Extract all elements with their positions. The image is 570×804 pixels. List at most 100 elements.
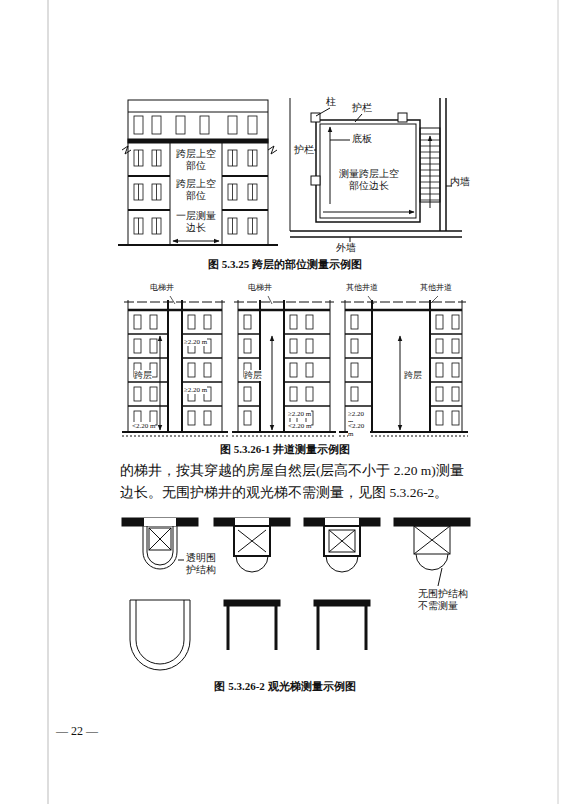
drawing-stroke bbox=[134, 339, 141, 353]
label-text: 跨层 bbox=[244, 370, 262, 381]
drawing-stroke bbox=[150, 339, 157, 353]
drawing-stroke bbox=[345, 309, 372, 312]
drawing-stroke bbox=[290, 339, 297, 353]
drawing-stroke bbox=[345, 381, 372, 383]
drawing-stroke bbox=[134, 218, 143, 234]
drawing-stroke bbox=[345, 405, 372, 407]
figure-label: <2.20 m bbox=[288, 422, 322, 430]
drawing-stroke bbox=[394, 518, 470, 526]
drawing-stroke bbox=[48, 0, 49, 804]
drawing-stroke bbox=[222, 209, 268, 211]
drawing-stroke bbox=[268, 146, 277, 154]
drawing-stroke bbox=[316, 120, 420, 222]
drawing-stroke bbox=[134, 315, 141, 329]
drawing-stroke bbox=[228, 116, 237, 134]
page-number: — 22 — bbox=[56, 724, 126, 739]
drawing-stroke bbox=[170, 143, 171, 245]
drawing-stroke bbox=[290, 387, 297, 401]
drawing-stroke bbox=[128, 381, 168, 383]
figure-caption: 图 5.3.26-1 井道测量示例图 bbox=[120, 443, 450, 456]
drawing-stroke bbox=[222, 175, 268, 177]
drawing-stroke bbox=[228, 184, 237, 200]
drawing-stroke bbox=[290, 315, 297, 329]
drawing-stroke bbox=[351, 315, 358, 329]
figure-label: 护栏 bbox=[294, 144, 318, 156]
drawing-stroke bbox=[128, 139, 268, 143]
drawing-stroke bbox=[138, 150, 139, 166]
label-text: <2.20 m bbox=[288, 422, 311, 430]
drawing-stroke bbox=[452, 387, 459, 401]
label-text: 图 5.3.25 跨层的部位测量示例图 bbox=[208, 258, 362, 271]
drawing-stroke bbox=[420, 140, 440, 141]
drawing-stroke bbox=[290, 98, 462, 243]
drawing-stroke bbox=[238, 357, 260, 359]
drawing-stroke bbox=[430, 405, 462, 407]
drawing-stroke bbox=[351, 387, 358, 401]
drawing-stroke bbox=[452, 339, 459, 353]
figure-label: 跨层 bbox=[244, 370, 268, 381]
figure-label: 透明围护结构 bbox=[186, 552, 222, 576]
drawing-stroke bbox=[351, 339, 358, 353]
drawing-stroke bbox=[238, 300, 239, 432]
drawing-stroke bbox=[168, 309, 182, 312]
drawing-stroke bbox=[167, 300, 169, 432]
figure-label: ≥2.20 m bbox=[288, 410, 322, 418]
drawing-stroke bbox=[244, 411, 251, 425]
drawing-stroke bbox=[134, 184, 143, 200]
drawing-stroke bbox=[252, 218, 253, 234]
drawing-stroke bbox=[118, 244, 278, 246]
drawing-stroke bbox=[316, 108, 330, 116]
drawing-stroke bbox=[128, 100, 268, 245]
drawing-stroke bbox=[420, 182, 440, 183]
label-text: 其他井道 bbox=[346, 283, 378, 293]
figure-label: <2.20 m bbox=[132, 422, 158, 430]
drawing-stroke bbox=[232, 218, 233, 234]
drawing-stroke bbox=[228, 218, 237, 234]
drawing-stroke bbox=[420, 146, 440, 147]
drawing-stroke bbox=[414, 526, 450, 554]
drawing-stroke bbox=[156, 150, 157, 166]
drawing-stroke bbox=[188, 411, 195, 425]
figure-label: 护栏 bbox=[352, 102, 378, 114]
drawing-stroke bbox=[329, 530, 355, 552]
drawing-stroke bbox=[204, 411, 211, 425]
drawing-stroke bbox=[182, 405, 222, 407]
label-text: 底板 bbox=[352, 133, 372, 145]
drawing-stroke bbox=[430, 357, 462, 359]
drawing-stroke bbox=[420, 176, 440, 177]
label-text: 无围护结构不需测量 bbox=[418, 588, 474, 612]
drawing-stroke bbox=[134, 387, 141, 401]
figure-label: ≥2.20 m bbox=[184, 338, 218, 346]
drawing-stroke bbox=[462, 300, 463, 432]
figure-label: 其他井道 bbox=[346, 283, 390, 293]
drawing-stroke bbox=[284, 405, 330, 407]
drawing-stroke bbox=[452, 315, 459, 329]
drawing-stroke bbox=[429, 300, 431, 432]
label-text: ≥2.20 m bbox=[184, 386, 207, 394]
drawing-stroke bbox=[252, 150, 253, 166]
drawing-stroke bbox=[445, 98, 447, 231]
drawing-stroke bbox=[452, 363, 459, 377]
drawing-stroke bbox=[420, 134, 440, 135]
drawing-stroke bbox=[436, 339, 443, 353]
drawing-stroke bbox=[182, 381, 222, 383]
figure-label: 跨层 bbox=[134, 370, 158, 381]
figure-label: 底板 bbox=[352, 133, 378, 145]
figure-label: 电梯井 bbox=[150, 283, 190, 293]
label-text: 图 5.3.26-1 井道测量示例图 bbox=[220, 443, 350, 456]
drawing-stroke bbox=[436, 387, 443, 401]
drawing-stroke bbox=[147, 526, 173, 565]
drawing-stroke bbox=[136, 600, 184, 664]
drawing-stroke bbox=[290, 363, 297, 377]
drawing-stroke bbox=[290, 236, 462, 238]
drawing-stroke bbox=[420, 164, 440, 165]
figure-label: 外墙 bbox=[336, 242, 366, 254]
drawing-stroke bbox=[152, 150, 161, 166]
drawing-stroke bbox=[306, 315, 313, 329]
figure-label: 电梯井 bbox=[248, 283, 288, 293]
drawing-stroke bbox=[238, 405, 260, 407]
drawing-stroke bbox=[128, 175, 170, 177]
drawing-stroke bbox=[306, 387, 313, 401]
figure-label: 其他井道 bbox=[420, 283, 464, 293]
drawing-stroke bbox=[290, 98, 291, 231]
